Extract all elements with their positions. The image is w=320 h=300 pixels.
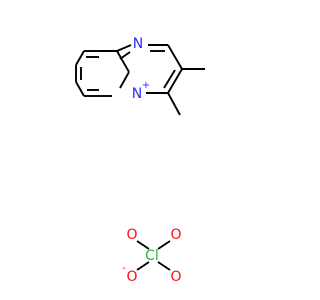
bond-cl-o-right-bottom [157,261,171,271]
pyridine-ring [75,50,130,97]
atom-n-bridge-charge: + [142,80,150,91]
bond-j [116,44,132,52]
bond-l [167,44,183,70]
atom-o-bottom-left: O [126,269,137,285]
atom-n-ring: N [133,36,143,52]
bond-d [75,81,85,97]
atom-o-top-right: O [170,227,181,243]
atom-n-bridge: N [132,86,142,102]
bond-j-inner [119,51,131,60]
atom-cl: Cl [145,248,159,264]
bond-i [119,71,130,89]
bond-h [116,50,130,73]
structure-svg: N N + Cl O O O O - [0,0,300,300]
atom-o-charge: - [122,263,126,274]
bond-cl-o-left-top [136,240,150,250]
atom-o-bottom-right: O [170,269,181,285]
chemical-structure-canvas: N N + Cl O O O O - [0,0,300,300]
bond-b [75,50,85,66]
atom-o-top-left: O [126,227,137,243]
methyl-bond-4 [167,92,181,116]
perchlorate-bonds [136,240,171,271]
background [0,0,300,300]
bond-m-inner [163,69,176,89]
bond-m [167,68,183,94]
bond-cl-o-left-bottom [136,261,150,271]
pyrimidine-ring [116,44,205,116]
bond-cl-o-right-top [157,240,171,250]
atom-labels: N N + Cl O O O O - [122,36,181,285]
